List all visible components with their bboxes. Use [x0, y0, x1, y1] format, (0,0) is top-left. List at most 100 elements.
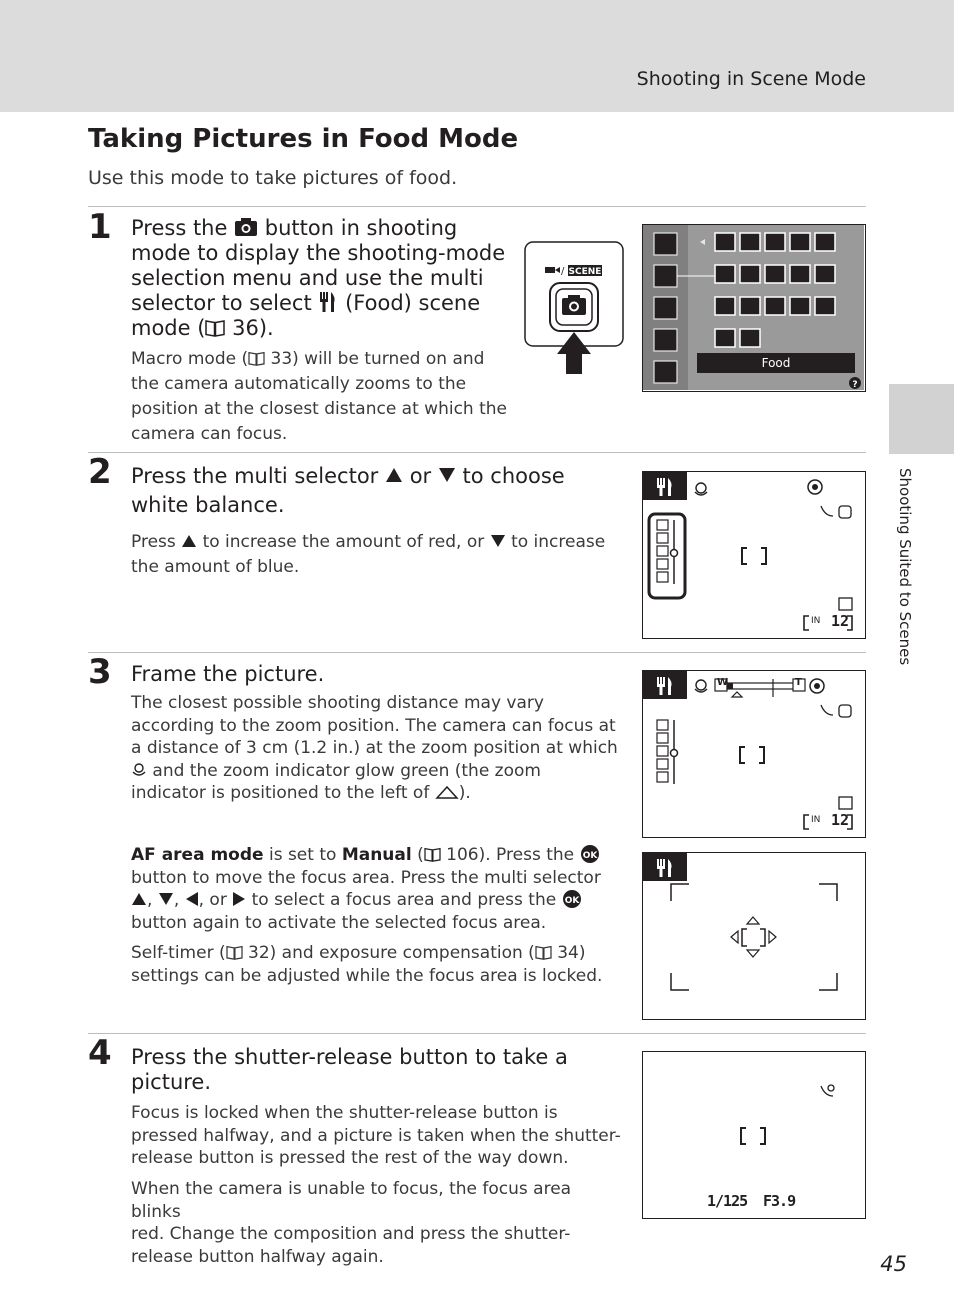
macro-flower-icon: [694, 482, 708, 496]
macro-flower-icon: [132, 762, 146, 776]
text: selector to select: [131, 291, 312, 315]
food-icon: [657, 478, 672, 496]
svg-text:/: /: [561, 266, 565, 277]
text: the amount of blue.: [131, 557, 300, 577]
step-3-heading: Frame the picture.: [131, 662, 325, 686]
text: to increase the amount of red, or: [202, 532, 485, 552]
text: picture.: [131, 1070, 212, 1094]
text: is set to: [268, 845, 337, 865]
text: Press the multi selector: [131, 464, 379, 488]
text: to select a focus area and press the: [251, 890, 557, 910]
text: according to the zoom position. The came…: [131, 715, 616, 736]
down-arrow-icon: [438, 468, 455, 482]
text: The closest possible shooting distance m…: [131, 693, 544, 713]
page-title: Taking Pictures in Food Mode: [88, 124, 519, 154]
food-icon: [657, 677, 672, 695]
step-1-body: Macro mode ( 33) will be turned on and t…: [131, 347, 511, 447]
text: position at the closest distance at whic…: [131, 399, 507, 419]
step-1-heading: Press the button in shooting mode to dis…: [131, 216, 521, 341]
text: to choose: [462, 464, 565, 488]
text: ).: [458, 783, 471, 803]
step-number: 3: [88, 652, 112, 692]
text: ,: [173, 890, 180, 910]
divider: [88, 1033, 866, 1034]
bold-term: AF area mode: [131, 845, 264, 865]
shutter-speed: 1/125: [707, 1192, 748, 1210]
step-2-heading: Press the multi selector or to choose wh…: [131, 462, 611, 520]
scene-icon-grid: [714, 232, 836, 348]
step-number: 2: [88, 452, 112, 492]
camera-icon: [562, 295, 586, 315]
text: When the camera is unable to focus, the …: [131, 1179, 572, 1222]
text: Press the shutter-release button to take…: [131, 1045, 568, 1069]
up-arrow-icon: [132, 893, 146, 905]
scene-menu-graphic: ?: [643, 225, 864, 390]
macro-flower-icon: [694, 679, 708, 693]
step-number: 1: [88, 207, 112, 247]
text: pressed halfway, and a picture is taken …: [131, 1125, 621, 1146]
text: mode (: [131, 316, 206, 340]
up-arrow-icon: [386, 468, 402, 482]
step-4-body: Focus is locked when the shutter-release…: [131, 1102, 621, 1170]
text: selection menu and use the multi: [131, 266, 484, 290]
af-area-note: AF area mode is set to Manual ( 106). Pr…: [131, 844, 621, 934]
text: red. Change the composition and press th…: [131, 1224, 571, 1244]
white-balance-screen: IN 12: [642, 471, 866, 639]
svg-text:IN: IN: [811, 616, 820, 626]
zoom-screen-graphic: IN: [643, 671, 853, 830]
text: ,: [147, 890, 153, 910]
book-reference-icon: [225, 945, 243, 960]
text: or: [409, 464, 432, 488]
right-arrow-icon: [233, 892, 246, 906]
step-4-heading: Press the shutter-release button to take…: [131, 1045, 611, 1095]
svg-text:IN: IN: [811, 815, 820, 825]
text: Self-timer (: [131, 943, 226, 963]
frames-remaining: 12: [831, 612, 850, 630]
text: 34): [557, 943, 586, 963]
up-arrow-icon: [182, 535, 197, 547]
shutter-screen-graphic: [740, 1084, 835, 1145]
book-reference-icon: [205, 320, 226, 337]
text: button again to activate the selected fo…: [131, 912, 547, 933]
up-arrow-icon: [557, 332, 591, 374]
text: Macro mode (: [131, 349, 249, 369]
text: mode to display the shooting-mode: [131, 241, 506, 265]
selftimer-note: Self-timer ( 32) and exposure compensati…: [131, 942, 621, 987]
left-arrow-icon: [185, 892, 198, 906]
text: Press the: [131, 216, 228, 240]
mountain-icon: [435, 785, 459, 799]
zoom-wide-label: W: [717, 677, 729, 688]
svg-text:OK: OK: [582, 851, 598, 861]
vr-icon: [820, 505, 852, 519]
header-band: [0, 0, 954, 112]
frames-remaining: 12: [831, 811, 850, 829]
book-reference-icon: [535, 945, 552, 960]
text: 32) and exposure compensation (: [248, 943, 535, 963]
text: release button halfway again.: [131, 1246, 384, 1267]
divider: [88, 652, 866, 653]
text: and the zoom indicator glow green (the z…: [152, 760, 541, 781]
side-label: Shooting Suited to Scenes: [896, 468, 914, 666]
text: camera can focus.: [131, 424, 288, 444]
focus-bracket: [741, 547, 767, 565]
down-arrow-icon: [490, 535, 505, 547]
movie-icon: /: [545, 266, 565, 277]
divider: [88, 206, 866, 207]
wb-screen-graphic: IN: [643, 472, 853, 631]
text: release button is pressed the rest of th…: [131, 1148, 569, 1168]
ok-button-icon: OK: [580, 845, 599, 863]
text: Press: [131, 532, 176, 552]
focus-bracket: [741, 928, 766, 947]
down-arrow-icon: [158, 893, 173, 905]
down-arrow-icon: [745, 949, 761, 958]
camera-icon: [235, 218, 258, 236]
page-subtitle: Use this mode to take pictures of food.: [88, 167, 458, 189]
up-arrow-icon: [745, 916, 761, 925]
text: Focus is locked when the shutter-release…: [131, 1103, 558, 1123]
page-number: 45: [880, 1252, 907, 1276]
text: a distance of 3 cm (1.2 in.) at the zoom…: [131, 738, 618, 758]
text: button in shooting: [264, 216, 458, 240]
focus-area-graphic: [643, 853, 838, 991]
step-4-body-2: When the camera is unable to focus, the …: [131, 1178, 621, 1268]
zoom-tele-label: T: [795, 677, 802, 688]
